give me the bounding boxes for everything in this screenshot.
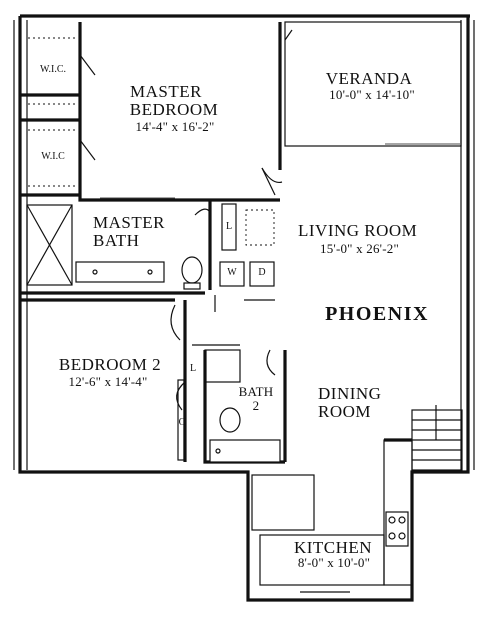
master-bedroom-walls: [78, 22, 283, 202]
veranda-dims: 10'-0" x 14'-10": [329, 87, 415, 102]
linen-master-label: L: [225, 221, 233, 232]
master-bath-name-line1: MASTER: [93, 213, 165, 232]
veranda-walls: [284, 21, 462, 147]
dryer-label: D: [258, 267, 266, 278]
bath2-name-line1: BATH: [238, 384, 274, 399]
bath2-walls: [203, 349, 287, 464]
wic-top-label: W.I.C.: [39, 64, 67, 75]
master-bedroom-name-line2: BEDROOM: [129, 100, 219, 119]
kitchen-name: KITCHEN: [293, 538, 373, 557]
stairs: [411, 405, 463, 471]
living-room-name: LIVING ROOM: [298, 221, 418, 240]
kitchen-dims: 8'-0" x 10'-0": [297, 555, 371, 570]
coat-closet-label: C: [178, 417, 186, 428]
master-bath-name-line2: BATH: [93, 231, 140, 250]
kitchen: [251, 438, 413, 593]
dining-room-name-line1: DINING: [318, 384, 382, 403]
linen-hall-label: L: [189, 363, 197, 374]
veranda-name: VERANDA: [325, 69, 413, 88]
wic-closets: [20, 37, 96, 197]
bedroom2-dims: 12'-6" x 14'-4": [68, 374, 148, 389]
master-bath: [20, 200, 212, 295]
master-bedroom-name-line1: MASTER: [130, 82, 202, 101]
plan-name: PHOENIX: [325, 303, 429, 325]
bedroom2-walls: [20, 298, 240, 462]
master-bedroom-dims: 14'-4" x 16'-2": [135, 119, 215, 134]
laundry-linen: [214, 203, 275, 312]
wic-bottom-label: W.I.C: [41, 151, 65, 162]
living-room-dims: 15'-0" x 26'-2": [320, 241, 399, 256]
dining-room-name-line2: ROOM: [318, 402, 372, 421]
bedroom2-name: BEDROOM 2: [58, 355, 162, 374]
washer-label: W: [227, 267, 237, 278]
bath2-name-line2: 2: [252, 398, 260, 413]
